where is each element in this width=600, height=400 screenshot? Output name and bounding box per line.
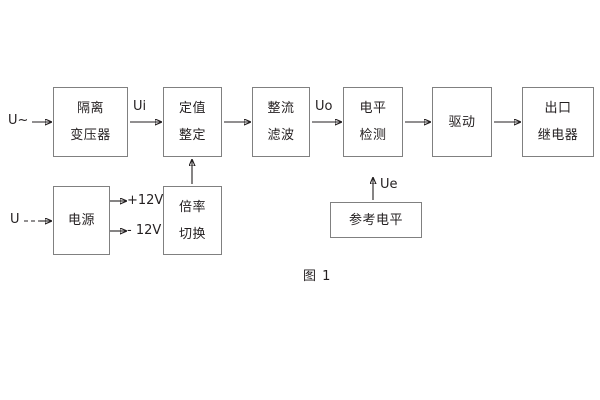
input-dc-label: U xyxy=(10,212,20,227)
block-power-supply[interactable]: 电源 xyxy=(53,186,110,255)
uo-label: Uo xyxy=(315,99,333,114)
block-rectify-filter[interactable]: 整流 滤波 xyxy=(252,87,310,157)
block-line: 检测 xyxy=(359,128,387,143)
block-line: 参考电平 xyxy=(348,212,403,228)
block-line: 倍率 xyxy=(178,199,206,215)
block-line: 变压器 xyxy=(70,128,111,143)
block-line: 整定 xyxy=(178,128,206,143)
plus-12v-label: +12V xyxy=(127,193,164,208)
block-line: 电源 xyxy=(67,213,95,228)
ue-label: Ue xyxy=(380,177,398,192)
block-line: 定值 xyxy=(178,101,206,116)
figure-caption: 图 1 xyxy=(303,269,332,284)
block-level-detection[interactable]: 电平 检测 xyxy=(343,87,403,157)
minus-12v-label: - 12V xyxy=(127,223,162,238)
block-reference-level[interactable]: 参考电平 xyxy=(330,202,422,238)
block-line: 驱动 xyxy=(448,114,476,130)
block-multiplier-switch[interactable]: 倍率 切换 xyxy=(163,186,222,255)
block-drive[interactable]: 驱动 xyxy=(432,87,492,157)
block-line: 整流 xyxy=(267,101,295,116)
block-line: 切换 xyxy=(178,226,206,242)
ui-label: Ui xyxy=(133,99,147,114)
block-isolation-transformer[interactable]: 隔离 变压器 xyxy=(53,87,128,157)
block-line: 隔离 xyxy=(76,101,104,116)
block-line: 继电器 xyxy=(537,128,579,143)
block-line: 电平 xyxy=(359,101,387,116)
block-output-relay[interactable]: 出口 继电器 xyxy=(522,87,594,157)
block-line: 出口 xyxy=(544,101,572,116)
block-setpoint-setting[interactable]: 定值 整定 xyxy=(163,87,222,157)
input-ac-label: U~ xyxy=(8,113,29,128)
block-line: 滤波 xyxy=(267,128,295,143)
